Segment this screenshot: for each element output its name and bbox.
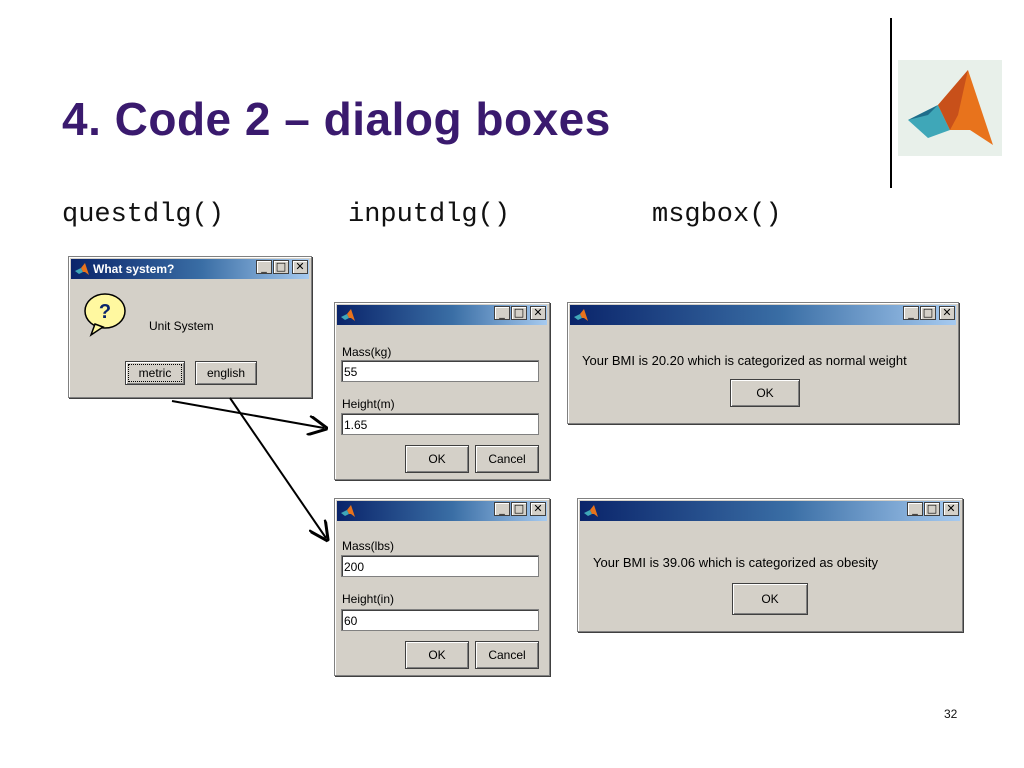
msgbox-obesity-message: Your BMI is 39.06 which is categorized a…: [593, 555, 878, 570]
height-m-label: Height(m): [342, 397, 395, 411]
msgbox-label: msgbox(): [652, 200, 782, 230]
matlab-icon: [341, 309, 355, 321]
inputdlg-english-window: _ □ ✕ Mass(lbs) 200 Height(in) 60 OK Can…: [334, 498, 550, 676]
arrow-to-metric: [171, 400, 324, 428]
msgbox-normal-message: Your BMI is 20.20 which is categorized a…: [582, 353, 907, 368]
maximize-button[interactable]: □: [511, 502, 527, 516]
matlab-icon: [574, 309, 588, 321]
minimize-button[interactable]: _: [494, 306, 510, 320]
ok-button[interactable]: OK: [732, 583, 808, 615]
questdlg-window: What system? _ □ ✕ ? Unit System metric …: [68, 256, 312, 398]
ok-button[interactable]: OK: [730, 379, 800, 407]
question-icon: ?: [84, 293, 126, 337]
maximize-button[interactable]: □: [924, 502, 940, 516]
metric-button[interactable]: metric: [125, 361, 185, 385]
cancel-button[interactable]: Cancel: [475, 445, 539, 473]
maximize-button[interactable]: □: [273, 260, 289, 274]
svg-text:?: ?: [99, 301, 111, 323]
mass-kg-input[interactable]: 55: [341, 360, 539, 382]
inputdlg-label: inputdlg(): [348, 200, 511, 230]
divider-line: [890, 18, 892, 188]
questdlg-titlebar[interactable]: What system?: [71, 259, 309, 279]
cancel-button[interactable]: Cancel: [475, 641, 539, 669]
msgbox-normal-titlebar[interactable]: [570, 305, 956, 325]
question-text: Unit System: [149, 319, 214, 333]
close-button[interactable]: ✕: [939, 306, 955, 320]
arrow-to-english: [229, 397, 326, 538]
matlab-logo: [898, 60, 1002, 156]
close-button[interactable]: ✕: [292, 260, 308, 274]
mass-lbs-label: Mass(lbs): [342, 539, 395, 553]
slide-title: 4. Code 2 – dialog boxes: [62, 93, 611, 145]
questdlg-title: What system?: [93, 262, 175, 276]
height-in-input[interactable]: 60: [341, 609, 539, 631]
inputdlg-metric-window: _ □ ✕ Mass(kg) 55 Height(m) 1.65 OK Canc…: [334, 302, 550, 480]
msgbox-obesity-window: _ □ ✕ Your BMI is 39.06 which is categor…: [577, 498, 963, 632]
minimize-button[interactable]: _: [907, 502, 923, 516]
height-m-input[interactable]: 1.65: [341, 413, 539, 435]
maximize-button[interactable]: □: [920, 306, 936, 320]
english-button[interactable]: english: [195, 361, 257, 385]
matlab-icon: [341, 505, 355, 517]
close-button[interactable]: ✕: [530, 502, 546, 516]
ok-button[interactable]: OK: [405, 641, 469, 669]
msgbox-normal-window: _ □ ✕ Your BMI is 20.20 which is categor…: [567, 302, 959, 424]
mass-kg-label: Mass(kg): [342, 345, 392, 359]
height-in-label: Height(in): [342, 592, 395, 606]
ok-button[interactable]: OK: [405, 445, 469, 473]
minimize-button[interactable]: _: [256, 260, 272, 274]
close-button[interactable]: ✕: [943, 502, 959, 516]
questdlg-label: questdlg(): [62, 200, 225, 230]
matlab-icon: [584, 505, 598, 517]
maximize-button[interactable]: □: [511, 306, 527, 320]
page-number: 32: [944, 707, 958, 721]
mass-lbs-input[interactable]: 200: [341, 555, 539, 577]
minimize-button[interactable]: _: [494, 502, 510, 516]
msgbox-obesity-titlebar[interactable]: [580, 501, 960, 521]
minimize-button[interactable]: _: [903, 306, 919, 320]
matlab-icon: [75, 263, 89, 275]
close-button[interactable]: ✕: [530, 306, 546, 320]
